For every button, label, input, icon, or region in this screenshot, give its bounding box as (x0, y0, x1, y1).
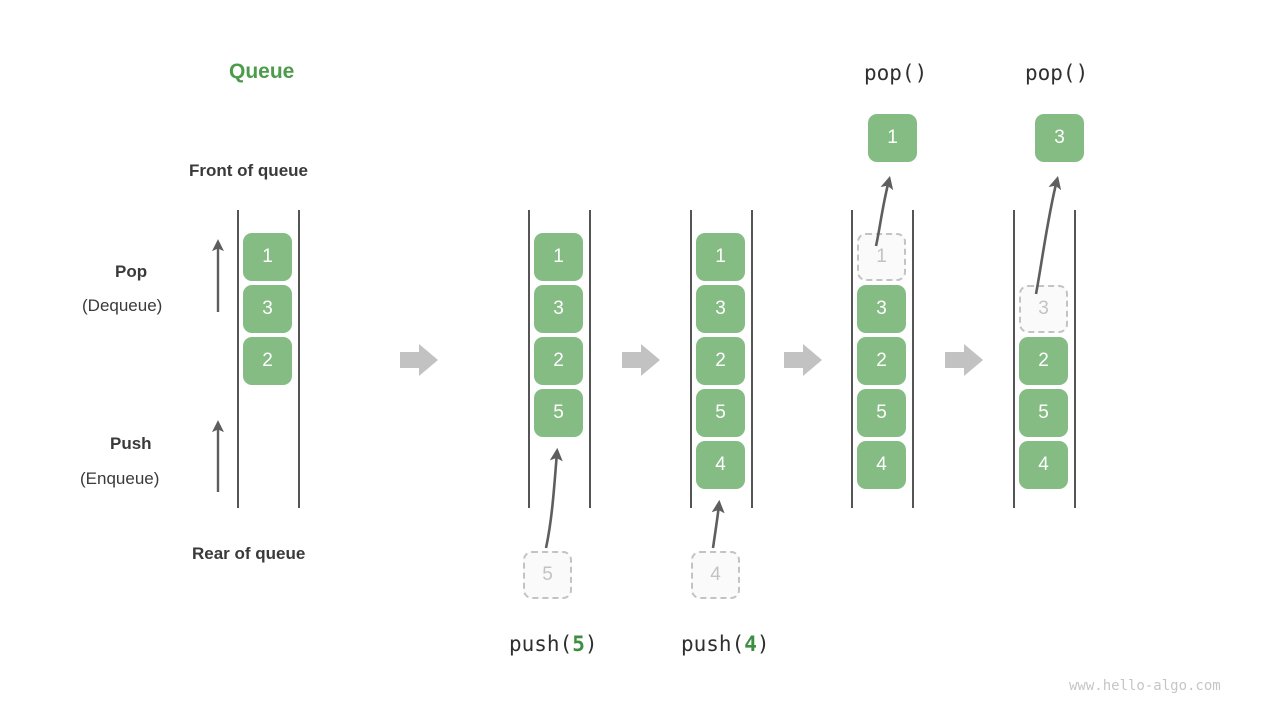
incoming-ghost-cell: 4 (691, 551, 740, 599)
incoming-ghost-cell: 5 (523, 551, 572, 599)
caption-suffix: ) (584, 632, 598, 656)
caption-push-5: push(5) (509, 632, 598, 656)
queue-rail-right-s2 (751, 210, 753, 508)
queue-rail-left-s4 (1013, 210, 1015, 508)
queue-cell: 3 (534, 285, 583, 333)
caption-arg: 4 (744, 632, 757, 656)
queue-cell: 2 (857, 337, 906, 385)
push-4-arrow (711, 499, 725, 549)
step-arrow-3 (784, 344, 822, 376)
queue-rail-left-s3 (851, 210, 853, 508)
step-arrow-4 (945, 344, 983, 376)
queue-cell: 4 (857, 441, 906, 489)
popped-cell: 1 (868, 114, 917, 162)
queue-rail-left-s2 (690, 210, 692, 508)
pop-2-arrow (1034, 175, 1062, 295)
queue-rail-right-s1 (589, 210, 591, 508)
queue-cell: 2 (243, 337, 292, 385)
caption-suffix: ) (756, 632, 770, 656)
queue-cell: 1 (534, 233, 583, 281)
push-5-arrow (544, 447, 563, 549)
queue-cell: 1 (243, 233, 292, 281)
queue-rail-left-s0 (237, 210, 239, 508)
queue-cell: 4 (1019, 441, 1068, 489)
queue-cell: 2 (696, 337, 745, 385)
queue-cell: 2 (534, 337, 583, 385)
queue-cell: 5 (534, 389, 583, 437)
queue-rail-right-s4 (1074, 210, 1076, 508)
queue-rail-right-s0 (298, 210, 300, 508)
queue-cell: 5 (696, 389, 745, 437)
queue-rail-right-s3 (912, 210, 914, 508)
queue-cell: 3 (243, 285, 292, 333)
queue-cell: 2 (1019, 337, 1068, 385)
queue-cell: 1 (696, 233, 745, 281)
rear-of-queue-label: Rear of queue (192, 544, 306, 563)
caption-push-4: push(4) (681, 632, 770, 656)
queue-rail-left-s1 (528, 210, 530, 508)
queue-cell: 4 (696, 441, 745, 489)
push-label: Push (110, 434, 152, 453)
queue-cell: 3 (696, 285, 745, 333)
queue-cell-removed: 3 (1019, 285, 1068, 333)
caption-arg: 5 (572, 632, 585, 656)
step-arrow-2 (622, 344, 660, 376)
pop-label: Pop (115, 262, 148, 281)
caption-pop-2: pop() (1025, 61, 1089, 85)
front-of-queue-label: Front of queue (189, 161, 308, 180)
watermark: www.hello-algo.com (1069, 678, 1221, 694)
popped-cell: 3 (1035, 114, 1084, 162)
caption-text: push( (509, 632, 573, 656)
pop-sublabel: (Dequeue) (82, 296, 163, 315)
step-arrow-1 (400, 344, 438, 376)
caption-text: push( (681, 632, 745, 656)
caption-pop-1: pop() (864, 61, 928, 85)
queue-cell: 3 (857, 285, 906, 333)
queue-cell-removed: 1 (857, 233, 906, 281)
diagram-title: Queue (229, 60, 295, 83)
queue-cell: 5 (1019, 389, 1068, 437)
push-sublabel: (Enqueue) (80, 469, 160, 488)
queue-cell: 5 (857, 389, 906, 437)
